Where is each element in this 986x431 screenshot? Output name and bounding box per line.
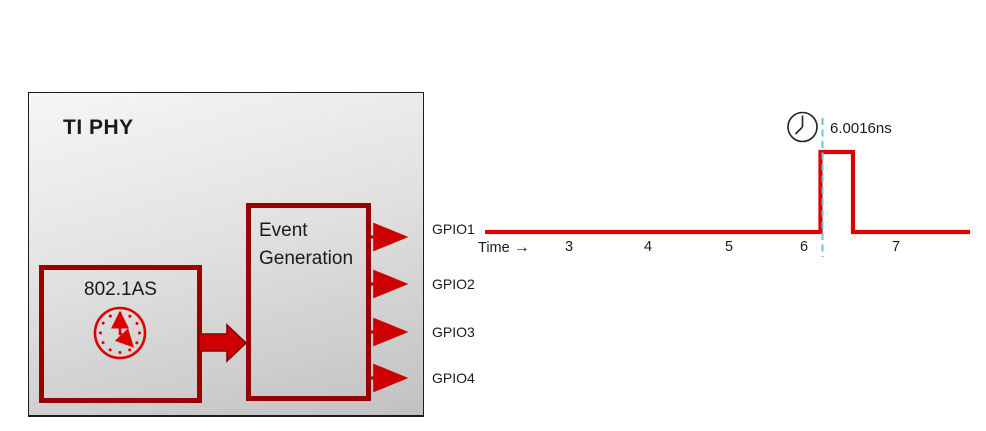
gpio2-label: GPIO2 <box>432 276 475 292</box>
time-tick-4: 4 <box>643 239 653 255</box>
gpio4-label: GPIO4 <box>432 370 475 386</box>
ti-phy-box: TI PHY 802.1AS Event Generation <box>28 92 424 417</box>
time-tick-3: 3 <box>564 239 574 255</box>
time-axis-arrow-icon: → <box>513 239 530 256</box>
time-tick-6: 6 <box>799 239 809 255</box>
clock-hour-hand <box>114 328 134 348</box>
time-tick-7: 7 <box>891 239 901 255</box>
event-generation-box: Event Generation <box>246 203 371 401</box>
clock-802-1as-box: 802.1AS <box>39 265 202 403</box>
timestamp-clock-icon <box>787 111 818 143</box>
time-axis-text: Time <box>478 240 510 256</box>
gpio1-label: GPIO1 <box>432 221 475 237</box>
timestamp-annotation: 6.0016ns <box>830 120 892 137</box>
time-tick-5: 5 <box>724 239 734 255</box>
analog-clock-icon <box>93 306 147 360</box>
event-generation-label: Event Generation <box>259 220 354 269</box>
gpio1-waveform <box>485 149 970 235</box>
clock-802-1as-label: 802.1AS <box>84 279 157 300</box>
time-axis-label: Time → <box>478 239 530 257</box>
gpio3-label: GPIO3 <box>432 324 475 340</box>
ti-phy-title: TI PHY <box>63 116 134 139</box>
